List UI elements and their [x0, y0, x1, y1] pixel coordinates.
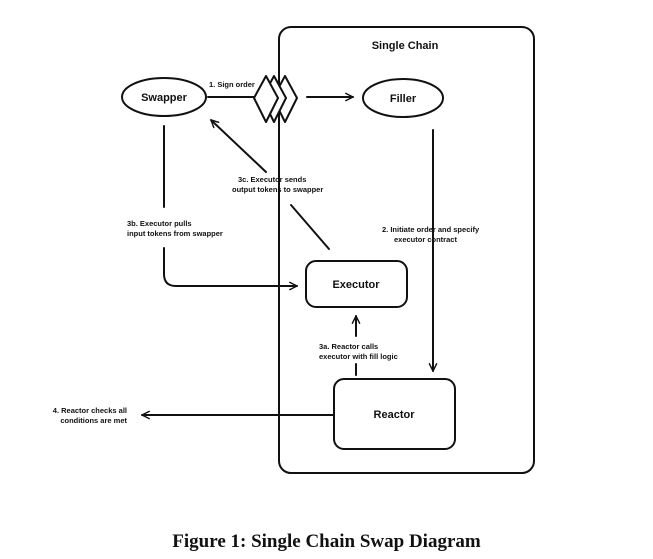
label-step4-line2: conditions are met: [60, 416, 127, 425]
arrow-swapper-to-executor: [163, 125, 297, 286]
arrow-executor-to-swapper-lower: [290, 204, 330, 250]
label-step2-line1: 2. Initiate order and specify: [382, 225, 480, 234]
label-step1: 1. Sign order: [209, 80, 255, 89]
swapper-label: Swapper: [141, 92, 188, 104]
label-step2-line2: executor contract: [394, 235, 457, 244]
signed-order-icon: [253, 75, 298, 123]
arrow-executor-to-swapper: [210, 119, 267, 173]
filler-node: Filler: [362, 78, 444, 118]
label-step4-line1: 4. Reactor checks all: [53, 406, 127, 415]
swapper-node: Swapper: [121, 77, 207, 117]
label-step3b-line2: input tokens from swapper: [127, 229, 223, 238]
single-chain-container: [278, 26, 535, 474]
executor-node: Executor: [305, 260, 408, 308]
figure-caption: Figure 1: Single Chain Swap Diagram: [172, 531, 481, 552]
label-step3b-line1: 3b. Executor pulls: [127, 219, 192, 228]
reactor-label: Reactor: [374, 409, 416, 421]
label-step3a-line1: 3a. Reactor calls: [319, 342, 378, 351]
filler-label: Filler: [390, 93, 417, 105]
label-step3c-line2: output tokens to swapper: [232, 185, 323, 194]
label-step3c-line1: 3c. Executor sends: [238, 175, 306, 184]
executor-label: Executor: [332, 279, 380, 291]
container-title: Single Chain: [372, 40, 439, 52]
label-step3a-line2: executor with fill logic: [319, 352, 398, 361]
reactor-node: Reactor: [333, 378, 456, 450]
